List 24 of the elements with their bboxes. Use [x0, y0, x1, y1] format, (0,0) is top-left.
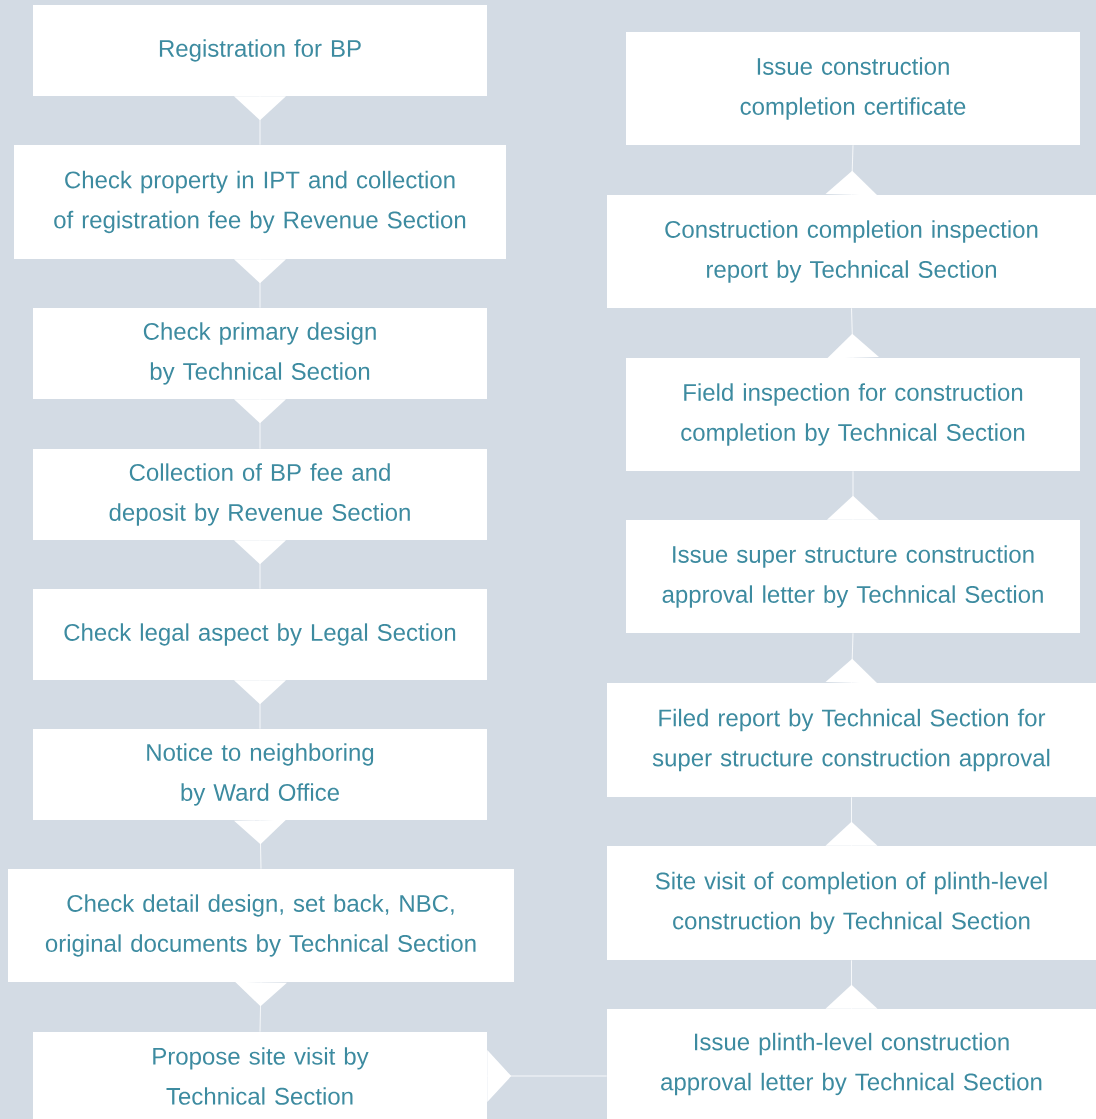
process-box: Issue super structure construction approval letter by Technical Section — [626, 520, 1080, 633]
arrow — [234, 398, 286, 450]
arrow — [234, 679, 286, 730]
arrow — [825, 796, 878, 847]
arrow — [825, 144, 878, 196]
arrow — [234, 539, 286, 590]
process-box: Issue plinth-level construction approval letter by Technical Section — [607, 1009, 1096, 1119]
process-box: Filed report by Technical Section for super structure construction approval — [607, 683, 1096, 797]
process-box: Issue construction completion certificate — [626, 32, 1080, 145]
process-box: Check property in IPT and collection of registration fee by Revenue Section — [14, 145, 506, 259]
process-box: Site visit of completion of plinth-level construction by Technical Section — [607, 846, 1096, 960]
arrow — [234, 258, 286, 309]
process-box: Field inspection for construction completion by Technical Section — [626, 358, 1080, 471]
process-box: Construction completion inspection report by Technical Section — [607, 195, 1096, 308]
node-label: Propose site visit by Technical Section — [153, 1047, 369, 1105]
arrow — [825, 959, 878, 1010]
arrow — [486, 1050, 608, 1102]
arrow — [234, 95, 286, 146]
arrow — [235, 981, 287, 1033]
arrow — [827, 307, 879, 359]
arrow — [234, 819, 286, 870]
arrow — [825, 632, 878, 684]
arrow — [827, 470, 879, 521]
process-box: Check detail design, set back, NBC, original documents by Technical Section — [8, 869, 514, 982]
